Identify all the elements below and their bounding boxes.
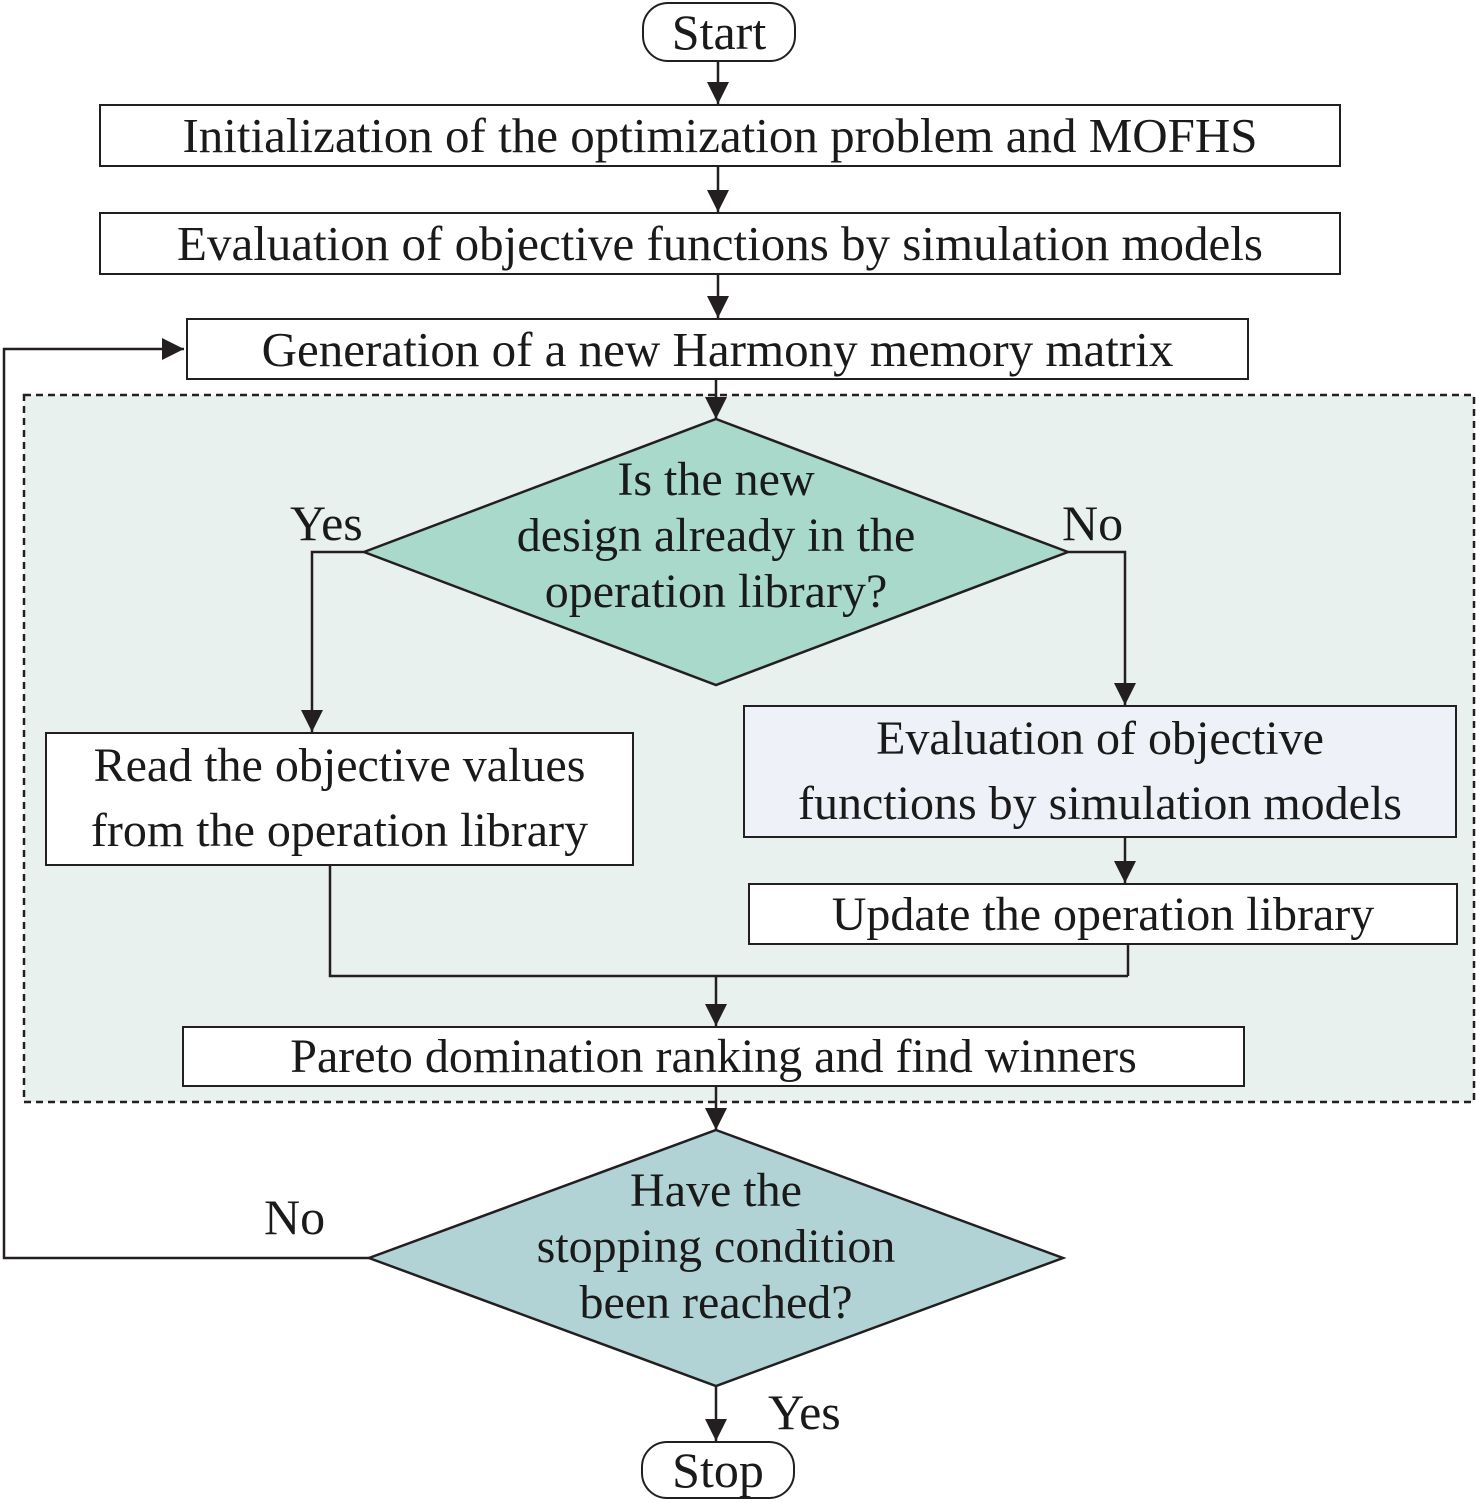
decision-library-line-1: Is the new xyxy=(617,453,815,506)
pareto-box: Pareto domination ranking and find winne… xyxy=(182,1026,1245,1087)
evaluation-simulation-line-1: Evaluation of objective xyxy=(876,711,1324,765)
generation-label: Generation of a new Harmony memory matri… xyxy=(261,321,1174,377)
decision-stopping-text: Have the stopping condition been reached… xyxy=(466,1164,966,1333)
decision-stopping-line-2: stopping condition xyxy=(536,1220,896,1273)
init-box: Initialization of the optimization probl… xyxy=(99,104,1341,167)
decision-library-text: Is the new design already in the operati… xyxy=(466,453,966,622)
evaluation-simulation-box: Evaluation of objective functions by sim… xyxy=(743,705,1457,838)
pareto-label: Pareto domination ranking and find winne… xyxy=(290,1030,1137,1083)
arrow-no-evaluate xyxy=(1068,550,1136,705)
update-library-box: Update the operation library xyxy=(748,883,1458,945)
read-values-line-2: from the operation library xyxy=(90,804,589,857)
start-terminal: Start xyxy=(642,2,796,62)
read-values-line-1: Read the objective values xyxy=(93,739,586,793)
arrow-no-loop-back xyxy=(2,338,369,1260)
start-label: Start xyxy=(671,4,767,60)
stop-label: Stop xyxy=(672,1442,764,1498)
evaluation-box: Evaluation of objective functions by sim… xyxy=(99,212,1341,275)
init-label: Initialization of the optimization probl… xyxy=(182,108,1258,163)
arrow-yes-read xyxy=(301,550,364,732)
read-values-box: Read the objective values from the opera… xyxy=(45,732,634,866)
evaluation-simulation-line-2: functions by simulation models xyxy=(798,776,1402,830)
decision-stopping-line-1: Have the xyxy=(630,1164,802,1217)
decision-stopping-no-label: No xyxy=(264,1189,326,1245)
evaluation-label: Evaluation of objective functions by sim… xyxy=(177,216,1263,271)
update-library-label: Update the operation library xyxy=(831,887,1375,941)
decision-library-yes-label: Yes xyxy=(290,495,363,551)
stop-terminal: Stop xyxy=(641,1441,795,1499)
decision-diamond-library xyxy=(360,417,1072,687)
merge-line-left xyxy=(328,866,1128,978)
decision-library-line-2: design already in the xyxy=(516,509,916,562)
generation-box: Generation of a new Harmony memory matri… xyxy=(186,318,1249,380)
decision-library-line-3: operation library? xyxy=(544,565,888,618)
decision-library-no-label: No xyxy=(1062,495,1124,551)
decision-stopping-line-3: been reached? xyxy=(579,1276,853,1329)
decision-stopping-yes-label: Yes xyxy=(768,1384,841,1440)
